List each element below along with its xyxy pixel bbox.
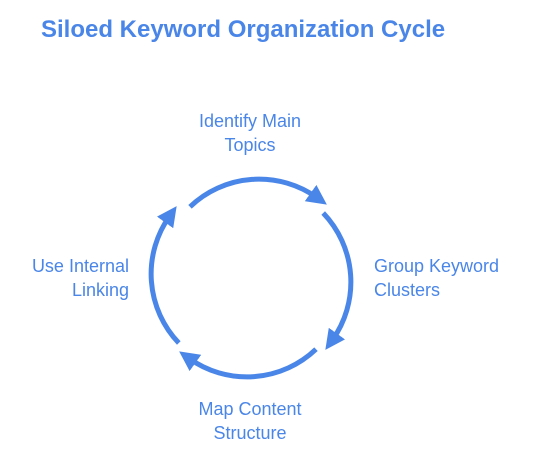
stage-identify-main-topics: Identify Main Topics	[150, 109, 350, 157]
stage-label-line: Linking	[71, 280, 129, 300]
stage-map-content-structure: Map Content Structure	[150, 397, 350, 445]
cycle-arrow-top-to-right	[188, 176, 327, 209]
stage-label-line: Topics	[224, 135, 276, 155]
stage-label-line: Clusters	[374, 280, 441, 300]
stage-use-internal-linking: Use Internal Linking	[0, 254, 129, 302]
stage-label-line: Map Content	[198, 399, 302, 419]
stage-label-line: Structure	[213, 423, 287, 443]
cycle-arrow-bottom-to-left	[179, 347, 318, 380]
cycle-arrow-right-to-bottom	[321, 211, 354, 350]
cycle-arrow-left-to-top	[148, 206, 181, 345]
stage-label-line: Group Keyword	[374, 256, 500, 276]
diagram-title: Siloed Keyword Organization Cycle	[41, 16, 446, 43]
stage-group-keyword-clusters: Group Keyword Clusters	[374, 254, 499, 302]
stage-label-line: Use Internal	[31, 256, 129, 276]
stage-label-line: Identify Main	[198, 111, 302, 131]
